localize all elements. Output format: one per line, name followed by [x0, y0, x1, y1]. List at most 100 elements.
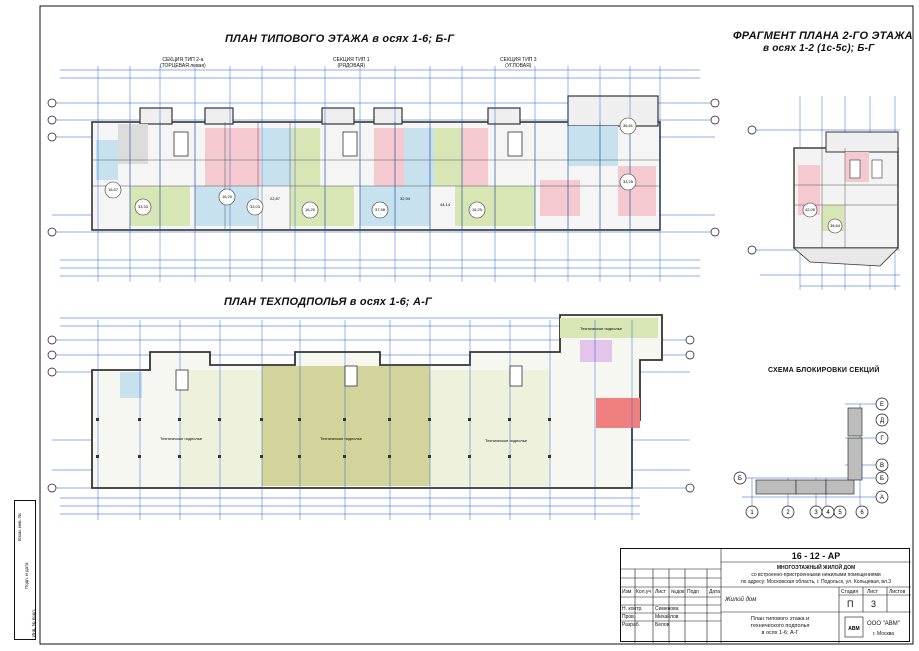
zone-blue-4 [568, 126, 618, 166]
fragment-axis-marker-1 [747, 125, 757, 135]
scheme-section-4 [847, 407, 863, 437]
project-code: 16 - 12 - АР [791, 551, 841, 561]
scheme-number: 5 [838, 510, 842, 516]
zone-green-1 [292, 128, 320, 186]
bay-top-3 [321, 107, 355, 125]
zone-gray-1 [118, 124, 148, 164]
ug-label: Техническое подполье [485, 438, 528, 443]
scheme-section-5 [847, 437, 863, 481]
title-fragment-line1: ФРАГМЕНТ ПЛАНА 2-ГО ЭТАЖА [733, 30, 913, 42]
sheet-title-2: технического подполья [750, 623, 810, 629]
stage-header: Стадия [841, 589, 859, 595]
underground-axis-marker-7 [685, 483, 695, 493]
project-desc-2: со встроенно-пристроенными нежилыми поме… [751, 572, 881, 578]
typical-floor-plan: 15,67 33,33 16,20 33,03 16,20 37,98 16,2… [47, 66, 720, 282]
zone-red [596, 398, 640, 428]
side-label-2: Подп. и дата [24, 562, 29, 589]
axis-marker-left-4 [47, 227, 57, 237]
logo-text: АВМ [848, 626, 859, 632]
title-block: АВМ 16 - 12 - АР МНОГОЭТАЖНЫЙ ЖИЛОЙ ДОМ … [620, 548, 911, 643]
zone-pink-2 [243, 128, 261, 186]
scheme-letter: Д [880, 418, 884, 424]
scheme-letter: Е [880, 402, 884, 408]
zone-blue-ug [120, 372, 142, 398]
scheme-letter: А [880, 495, 884, 501]
section-caption-2-line1: СЕКЦИЯ ТИП 1 [333, 57, 370, 63]
zone-blue-3 [404, 128, 434, 186]
underground-axis-marker-1 [47, 335, 57, 345]
zone-green-2 [434, 128, 462, 186]
ug-stair-core-3 [509, 365, 523, 387]
scheme-number: 3 [814, 510, 818, 516]
fragment-plan: 42,05 38,64 [747, 96, 900, 290]
side-label-1: Взам. инв. № [17, 513, 22, 541]
side-label-3: Инв. № подл. [31, 608, 36, 637]
stair-core-3 [507, 131, 523, 157]
title-tech-underground: ПЛАН ТЕХПОДПОЛЬЯ в осях 1-6; А-Г [224, 296, 432, 308]
fragment-room-label: 42,05 [805, 207, 816, 212]
fragment-axis-marker-2 [747, 245, 757, 255]
scheme-side-letter: Б [738, 476, 742, 482]
section-caption-3-line2: (УГЛОВАЯ) [505, 63, 532, 69]
tb-role-2: Пров. [622, 614, 636, 620]
tb-name-1: Семенова [655, 606, 679, 612]
underground-axis-marker-6 [685, 350, 695, 360]
underground-axis-marker-4 [47, 483, 57, 493]
axis-marker-left-2 [47, 115, 57, 125]
company-city: г. Москва [873, 631, 895, 637]
project-desc-1: МНОГОЭТАЖНЫЙ ЖИЛОЙ ДОМ [776, 565, 856, 571]
scheme-number: 1 [750, 510, 754, 516]
tb-name-3: Белов [655, 622, 670, 628]
room-label: 33,25 [623, 179, 634, 184]
underground-labels: Техническое подполье Техническое подполь… [160, 326, 623, 443]
zone-pink-5 [618, 166, 656, 216]
stage-value: П [847, 599, 854, 609]
tb-header-doc: №док [671, 589, 685, 595]
ug-stair-core-2 [344, 365, 358, 387]
title-fragment-line2: в осях 1-2 (1с-5с); Б-Г [763, 43, 875, 54]
tb-role-3: Разраб. [622, 622, 641, 628]
scheme-number: 2 [786, 510, 790, 516]
ug-stair-core-1 [175, 369, 189, 391]
corner-wing [567, 95, 659, 127]
title-block-grid: АВМ [621, 549, 911, 643]
zone-green-ug-3 [430, 370, 550, 486]
zone-green-4 [290, 186, 354, 226]
zone-pink-1 [205, 128, 243, 186]
zone-lavender [580, 340, 612, 362]
scheme-section-1 [755, 479, 797, 495]
sheet-title-3: в осях 1-6; А-Г [761, 630, 799, 636]
bay-top-1 [139, 107, 173, 125]
section-caption-2-line2: (РЯДОВАЯ) [337, 63, 366, 69]
scheme-letter: Г [880, 436, 884, 442]
room-label: 22,87 [270, 196, 281, 201]
room-label: 36,61 [623, 123, 634, 128]
vertical-axes-top [97, 66, 661, 282]
scheme-letter: Б [880, 476, 884, 482]
axis-marker-right-1 [710, 98, 720, 108]
axis-marker-left-1 [47, 98, 57, 108]
title-typical-floor: ПЛАН ТИПОВОГО ЭТАЖА в осях 1-6; Б-Г [225, 33, 455, 45]
room-area-labels: 15,67 33,33 16,20 33,03 16,20 37,98 16,2… [108, 123, 634, 212]
bay-top-5 [487, 107, 521, 125]
scheme-letter: В [880, 463, 884, 469]
block-scheme: Е Д Г В Б А Б 1 2 3 4 5 6 [733, 397, 889, 519]
stair-core-2 [342, 131, 358, 157]
section-caption-3: СЕКЦИЯ ТИП 3 (УГЛОВАЯ) [500, 57, 537, 69]
tb-header-izm: Изм [622, 589, 632, 595]
sheet-value: 3 [871, 599, 877, 609]
scheme-section-3 [825, 479, 855, 495]
project-desc-3: по адресу: Московская область, г. Подоль… [740, 579, 892, 585]
room-label: 32,94 [400, 196, 411, 201]
underground-axis-marker-5 [685, 335, 695, 345]
zone-green-ug-1 [560, 318, 658, 338]
tb-header-date: Дата [709, 589, 721, 595]
section-caption-1: СЕКЦИЯ ТИП 2-а (ТОРЦЕВАЯ левая) [160, 57, 206, 69]
axis-marker-left-3 [47, 132, 57, 142]
room-label: 33,33 [138, 204, 149, 209]
sheet-header: Лист [867, 589, 878, 595]
zone-green-ug-2 [180, 370, 262, 486]
room-label: 37,98 [375, 207, 386, 212]
tb-name-2: Михайлов [655, 614, 679, 620]
